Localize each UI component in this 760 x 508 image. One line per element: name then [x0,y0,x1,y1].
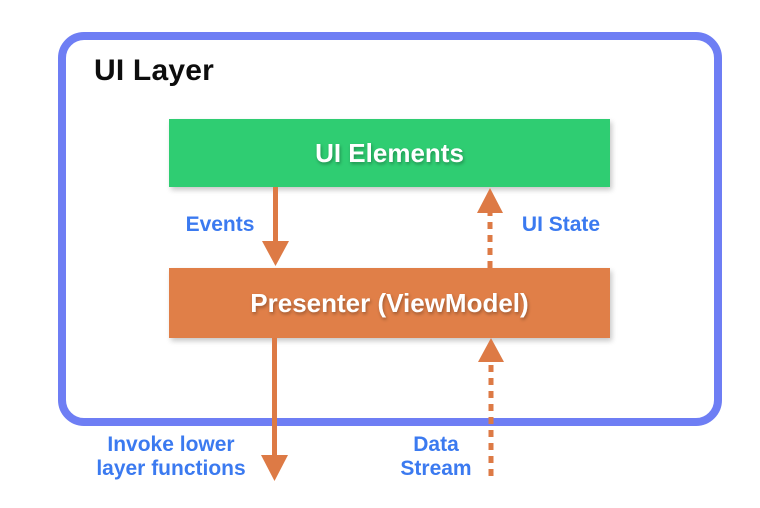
presenter-box: Presenter (ViewModel) [169,268,610,338]
ui-elements-box: UI Elements [169,119,610,187]
events-label: Events [185,213,255,236]
presenter-box-label: Presenter (ViewModel) [250,287,529,318]
invoke-lower-layer-label: Invoke lower layer functions [96,433,246,480]
ui-layer-container [58,32,722,426]
invoke-arrowhead-down-icon [261,455,288,481]
ui-state-label: UI State [521,213,601,236]
ui-layer-title: UI Layer [94,54,214,87]
data-stream-label: Data Stream [400,433,472,480]
ui-elements-box-label: UI Elements [315,137,464,168]
